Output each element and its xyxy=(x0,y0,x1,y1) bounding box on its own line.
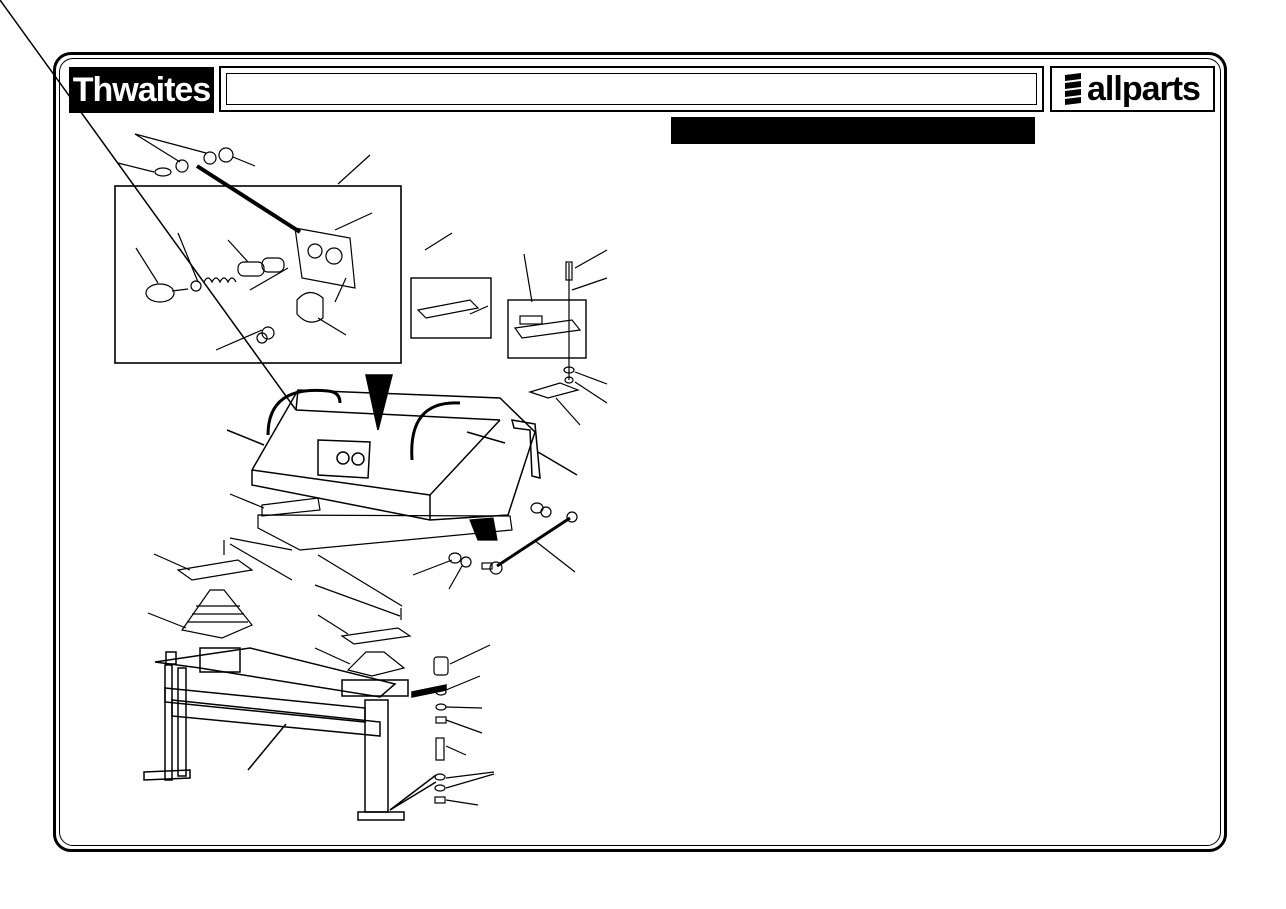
allparts-logo-text: allparts xyxy=(1087,69,1201,108)
latch-fasteners-top xyxy=(117,133,371,185)
title-box-inner xyxy=(226,73,1037,105)
lower-fastener-stack xyxy=(433,644,495,806)
gasket-strip xyxy=(229,493,513,551)
title-box xyxy=(219,66,1044,112)
allparts-mark-icon xyxy=(1065,73,1082,105)
latch-callout-pointer xyxy=(195,164,302,234)
section-title-bar xyxy=(671,117,1035,144)
right-hardware-stack xyxy=(528,249,608,426)
hinge-right-part xyxy=(513,253,582,339)
latch-detail-inset xyxy=(114,185,402,364)
seat-stand-frame xyxy=(143,647,447,821)
page-frame-inner xyxy=(59,58,1221,846)
thwaites-logo: Thwaites xyxy=(69,67,214,113)
left-gaiter xyxy=(147,537,293,639)
hinge-inset-left xyxy=(410,277,492,339)
latch-parts xyxy=(135,212,373,351)
allparts-logo: allparts xyxy=(1050,66,1215,112)
gas-strut xyxy=(412,502,578,590)
seat-cover xyxy=(0,0,578,521)
hinge-inset-right xyxy=(507,299,587,359)
right-gaiter xyxy=(314,554,412,677)
thwaites-logo-text: Thwaites xyxy=(72,70,211,109)
page-frame xyxy=(53,52,1227,852)
hinge-left-part xyxy=(416,232,489,319)
